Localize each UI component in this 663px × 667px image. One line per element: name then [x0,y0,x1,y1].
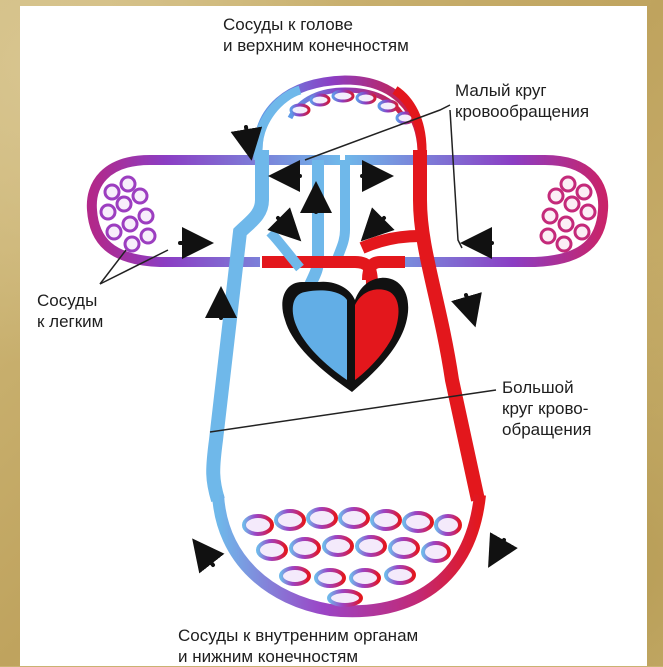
label-line: Сосуды к голове [223,14,409,35]
label-line: Большой [502,377,591,398]
right-lung-capillary-loop [345,160,603,262]
arrow-icon [496,540,504,554]
label-line: к легким [37,311,103,332]
left-lung-capillary-loop [92,160,340,262]
head-vessels-label: Сосуды к голове и верхним конечностям [223,14,409,56]
pulmonary-vessels [262,160,420,285]
organ-capillary-bed [218,495,480,611]
label-line: Сосуды [37,290,103,311]
pulmonary-circuit-label: Малый круг кровообращения [455,80,589,122]
arrow-icon [278,218,290,230]
label-line: круг крово- [502,398,591,419]
systemic-circuit-label: Большой круг крово- обращения [502,377,591,440]
arrow-icon [372,218,384,230]
label-line: кровообращения [455,101,589,122]
arrow-icon [202,551,213,565]
label-line: Сосуды к внутренним органам [178,625,418,646]
lung-vessels-label: Сосуды к легким [37,290,103,332]
label-line: обращения [502,419,591,440]
arrow-icon [246,127,249,145]
arrow-icon [466,295,471,312]
label-line: и верхним конечностям [223,35,409,56]
label-line: Малый круг [455,80,589,101]
heart-icon [282,278,408,392]
label-line: и нижним конечностям [178,646,418,667]
organ-vessels-label: Сосуды к внутренним органам и нижним кон… [178,625,418,667]
